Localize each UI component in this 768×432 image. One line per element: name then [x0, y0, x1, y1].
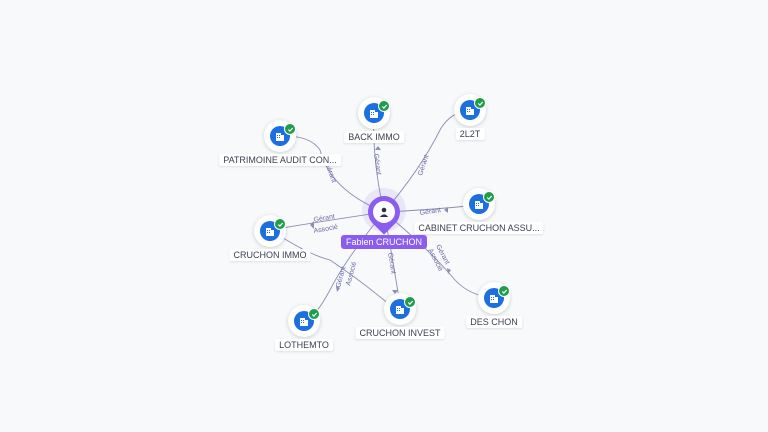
edge-arrow [310, 221, 314, 229]
person-name-label: Fabien CRUCHON [340, 235, 428, 249]
edge-arrow [444, 207, 448, 213]
verified-check-icon [274, 218, 286, 230]
edge-label: Gérant [419, 207, 441, 217]
company-label: CRUCHON INVEST [355, 327, 445, 339]
verified-check-icon [404, 296, 416, 308]
person-icon [373, 201, 395, 223]
edge-label: Gérant [313, 213, 335, 224]
company-label: 2L2T [455, 128, 485, 140]
company-label: CABINET CRUCHON ASSU... [414, 222, 544, 234]
verified-check-icon [378, 100, 390, 112]
company-label: DES CHON [466, 316, 522, 328]
edge-label: Gérant [417, 154, 430, 177]
company-label: PATRIMOINE AUDIT CON... [219, 154, 341, 166]
edge-label: Gérant [386, 252, 397, 274]
company-label: LOTHEMTO [275, 339, 333, 351]
verified-check-icon [284, 123, 296, 135]
edge-secondary [279, 235, 391, 306]
edge-label: Associé [313, 224, 338, 235]
edge-label: Associé [345, 261, 358, 287]
edge-label: Gérant [372, 153, 382, 175]
verified-check-icon [483, 191, 495, 203]
verified-check-icon [474, 97, 486, 109]
edge-arrow [336, 286, 340, 292]
verified-check-icon [498, 285, 510, 297]
company-label: BACK IMMO [344, 131, 404, 143]
edge-arrow [375, 146, 381, 150]
verified-check-icon [308, 308, 320, 320]
company-label: CRUCHON IMMO [229, 249, 311, 261]
edge-arrow [447, 268, 451, 274]
edge-patrimoine [279, 135, 385, 213]
edge-arrow [392, 290, 398, 294]
